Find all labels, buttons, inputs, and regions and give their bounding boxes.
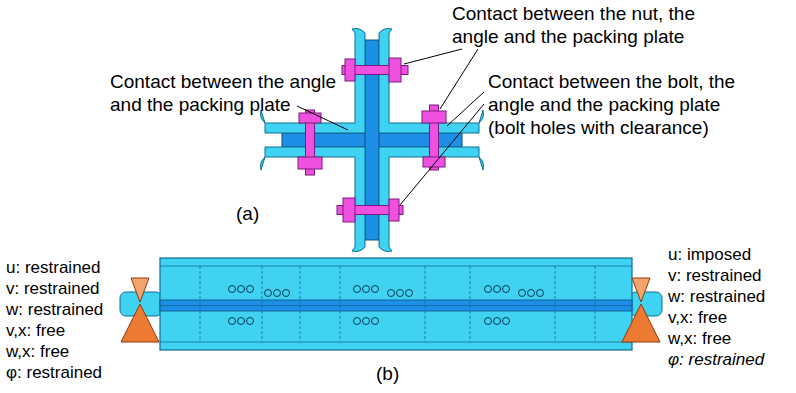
boundary-condition: φ: restrained <box>668 350 764 370</box>
boundary-condition: u: imposed <box>668 245 751 265</box>
boundary-condition: w,x: free <box>6 342 69 362</box>
boundary-condition: w: restrained <box>668 287 765 307</box>
member-elevation <box>120 258 662 350</box>
boundary-condition: w,x: free <box>668 329 731 349</box>
callout-text: Contact between the nut, the angle and t… <box>452 2 717 48</box>
callout-text: Contact between the bolt, the angle and … <box>488 70 750 139</box>
boundary-condition: u: restrained <box>6 258 101 278</box>
boundary-condition: v: restrained <box>668 266 762 286</box>
panel-label: (b) <box>376 362 399 385</box>
boundary-condition: v: restrained <box>6 279 100 299</box>
boundary-condition: v,x: free <box>668 308 727 328</box>
cross-section <box>261 29 484 252</box>
boundary-condition: φ: restrained <box>6 363 102 383</box>
boundary-condition: w: restrained <box>6 300 103 320</box>
panel-label: (a) <box>236 202 259 225</box>
callout-text: Contact between the angle and the packin… <box>110 70 350 116</box>
boundary-condition: v,x: free <box>6 321 65 341</box>
